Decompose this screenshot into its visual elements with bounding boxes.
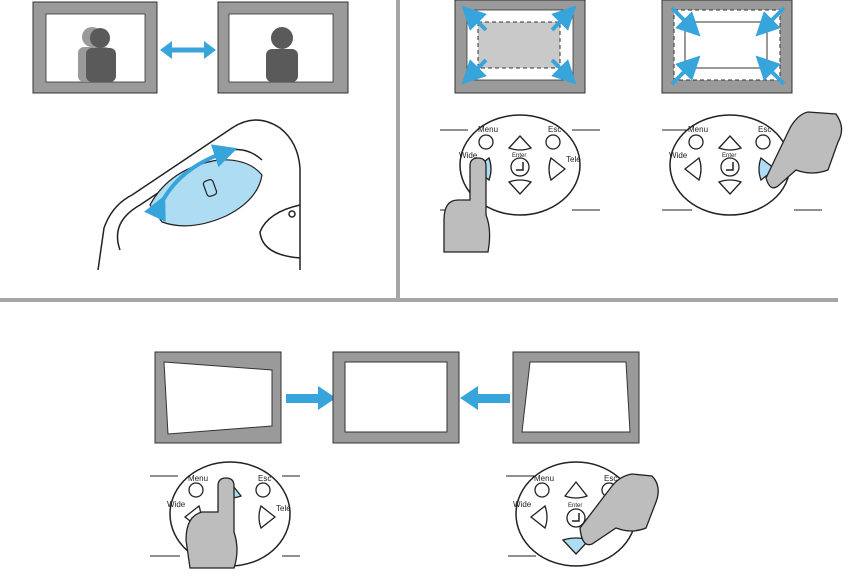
wide-label: Wide bbox=[669, 151, 688, 160]
esc-label: Esc bbox=[604, 474, 617, 483]
right-arrow-icon bbox=[286, 386, 336, 410]
enter-label: Enter bbox=[722, 153, 736, 159]
wide-label: Wide bbox=[513, 500, 532, 509]
tele-label: Tele bbox=[566, 155, 581, 164]
screen-shrink bbox=[661, 0, 793, 94]
shrink-arrows-icon bbox=[670, 6, 786, 86]
hand-pointer-icon bbox=[579, 473, 659, 546]
wide-label: Wide bbox=[167, 500, 186, 509]
wide-label: Wide bbox=[459, 151, 478, 160]
hand-pointer-icon bbox=[185, 477, 238, 569]
esc-label: Esc bbox=[758, 125, 771, 134]
menu-label: Menu bbox=[478, 125, 498, 134]
expand-arrows-icon bbox=[461, 5, 577, 85]
menu-label: Menu bbox=[534, 474, 554, 483]
focus-ring-icon bbox=[144, 144, 263, 227]
screen-keystone-left bbox=[154, 351, 282, 444]
tele-label: Tele bbox=[276, 504, 291, 513]
screen-image-right bbox=[217, 1, 349, 94]
menu-label: Menu bbox=[688, 125, 708, 134]
menu-label: Menu bbox=[188, 474, 208, 483]
left-arrow-icon bbox=[460, 386, 510, 410]
screen-keystone-right bbox=[512, 351, 640, 444]
keypad-tele-pressed: Menu Esc Enter Wide bbox=[662, 114, 822, 216]
screen-keystone-corrected bbox=[332, 351, 460, 444]
double-arrow-icon bbox=[160, 41, 216, 59]
hand-pointer-icon bbox=[765, 111, 843, 189]
enter-label: Enter bbox=[568, 503, 582, 509]
hand-pointer-icon bbox=[443, 157, 491, 253]
screen-image-left bbox=[32, 1, 158, 94]
enter-label: Enter bbox=[512, 153, 526, 159]
esc-label: Esc bbox=[258, 474, 271, 483]
keypad-wide-pressed: Menu Esc Enter Wide Tele bbox=[440, 114, 600, 216]
esc-label: Esc bbox=[548, 125, 561, 134]
